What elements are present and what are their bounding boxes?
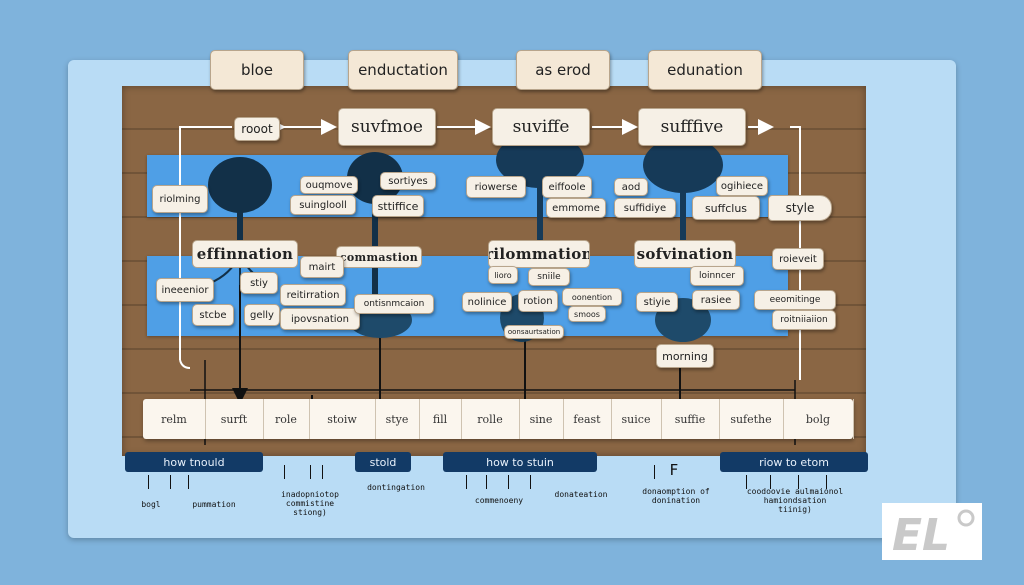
footer-text: pummation [192,500,236,509]
strip-item: relm [143,399,206,439]
tick [826,475,827,489]
navy-label-1: how tnould [125,452,263,472]
heading-1: suvfmoe [338,108,436,146]
tick [322,465,323,479]
strip-item: suffie [661,399,720,439]
band-label: sortiyes [380,172,436,190]
band2-label: rasiee [692,290,740,310]
band2-label: sniile [528,268,570,286]
band-label: ouqmove [300,176,358,194]
band2-label: oonention [562,288,622,306]
band2-label: ipovsnation [280,308,360,330]
strip-item: rolle [461,399,520,439]
band-label: ogihiece [716,176,768,196]
top-label-1: bloe [210,50,304,90]
band2-label: loinncer [690,266,744,286]
root-label: rooot [234,117,280,141]
strip-item: fill [419,399,462,439]
strip-item: sine [519,399,564,439]
band2-label: gelly [244,304,280,326]
band-label: sttiffice [372,195,424,217]
tick [148,475,149,489]
top-label-4: edunation [648,50,762,90]
strip-item: stye [375,399,420,439]
band-label: suffidiye [614,198,676,218]
band2-label: mairt [300,256,344,278]
top-label-2: enductation [348,50,458,90]
band2-label: lioro [488,266,518,284]
strip-item: suice [611,399,662,439]
band-label: eiffoole [542,176,592,198]
tree-title-2: commastion [336,246,422,268]
heading-3: sufffive [638,108,746,146]
band2-label: smoos [568,306,606,322]
tick [654,465,655,479]
tick [798,475,799,489]
el-logo-icon: EL [892,509,975,558]
band2-label: rotion [518,290,558,312]
suffix-strip [143,399,853,439]
band2-label: oonsaurtsation [504,325,564,339]
band2-label: stcbe [192,304,234,326]
band-label: aod [614,178,648,196]
brand-logo: EL [882,503,982,560]
tick [486,475,487,489]
tick [310,465,311,479]
band-label: riowerse [466,176,526,198]
band2-label: ontisnmcaion [354,294,434,314]
navy-label-4: riow to etom [720,452,868,472]
top-label-3: as erod [516,50,610,90]
navy-label-2: stold [355,452,411,472]
heading-2: suviffe [492,108,590,146]
band2-label: ineeenior [156,278,214,302]
band2-label: roitniiaiion [772,310,836,330]
band-label: suinglooll [290,195,356,215]
footer-letter: F [669,461,679,479]
band2-label: nolinice [462,292,512,312]
footer-text: commenoeny [474,496,524,505]
strip-item: sufethe [719,399,784,439]
strip-item: stoiw [309,399,376,439]
band2-label: reitirration [280,284,346,306]
tree-title-4: sofvination [634,240,736,268]
strip-item: bolg [783,399,854,439]
band-label: suffclus [692,196,760,220]
tick [530,475,531,489]
tree-title-1: effinnation [192,240,298,268]
footer-text: dontingation [367,483,425,492]
strip-item: surft [205,399,264,439]
band2-label: stiy [240,272,278,294]
footer-text: donateation [554,490,608,499]
footer-text: bogl [141,500,161,509]
strip-item: feast [563,399,612,439]
tick [466,475,467,489]
svg-text:EL: EL [892,510,950,558]
tick [188,475,189,489]
band-label: riolming [152,185,208,213]
navy-label-3: how to stuin [443,452,597,472]
tick [170,475,171,489]
marking-label: morning [656,344,714,368]
style-label: style [768,195,832,221]
tick [770,475,771,489]
band2-label: roieveit [772,248,824,270]
tick [284,465,285,479]
tick [746,475,747,489]
tick [508,475,509,489]
band-label: emmome [546,198,606,218]
band2-label: stiyie [636,292,678,312]
strip-item: role [263,399,310,439]
band2-label: eeomitinge [754,290,836,310]
tree-title-3: rilommation [488,240,590,268]
